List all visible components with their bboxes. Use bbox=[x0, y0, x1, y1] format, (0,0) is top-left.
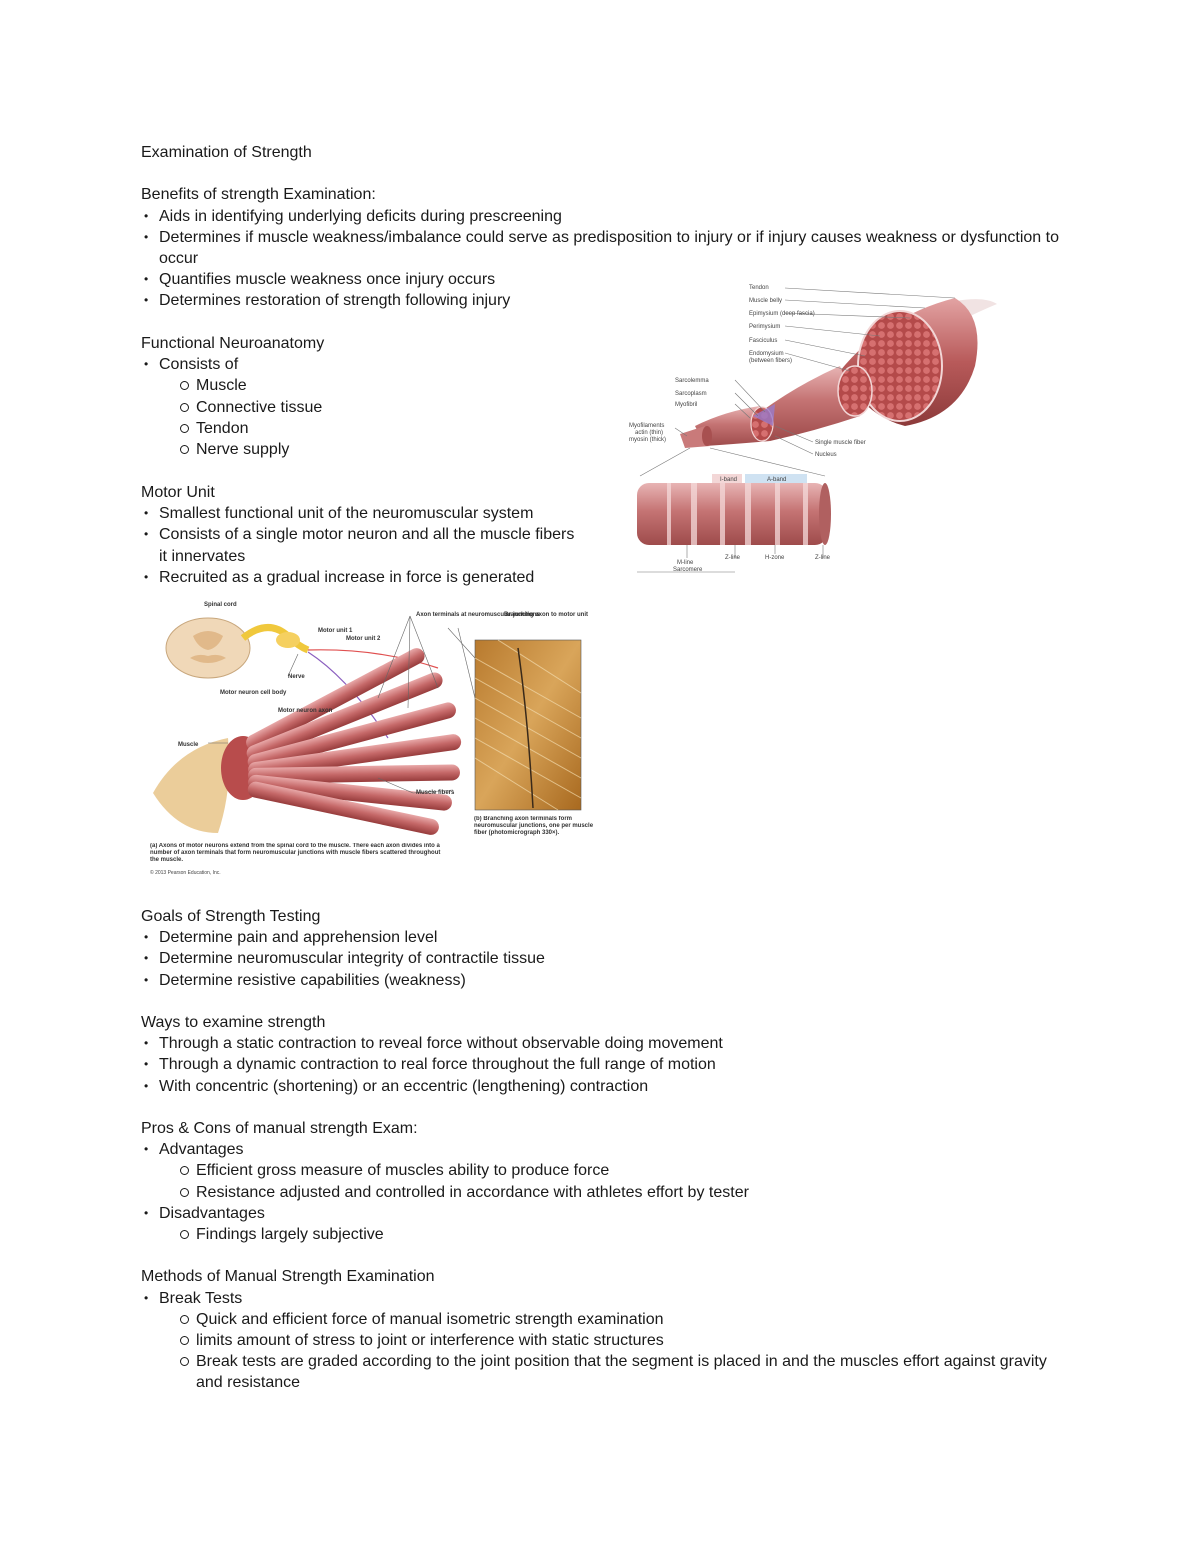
list-item: Disadvantages bbox=[141, 1203, 1061, 1224]
list-item: Break Tests bbox=[141, 1288, 1061, 1309]
sub-list-item: limits amount of stress to joint or inte… bbox=[141, 1330, 1061, 1351]
section-neuroanatomy: Functional Neuroanatomy Consists of Musc… bbox=[141, 333, 601, 460]
label-sarcolemma: Sarcolemma bbox=[675, 378, 709, 384]
list-item: Through a dynamic contraction to real fo… bbox=[141, 1054, 1061, 1075]
neuroanatomy-list: Consists of Muscle Connective tissue Ten… bbox=[141, 354, 601, 460]
label-perimysium: Perimysium bbox=[749, 324, 780, 330]
ways-list: Through a static contraction to reveal f… bbox=[141, 1033, 1061, 1097]
label-branching-axon: Branching axon to motor unit bbox=[504, 612, 588, 618]
label-muscle-belly: Muscle belly bbox=[749, 298, 782, 304]
label-spinal-cord: Spinal cord bbox=[204, 602, 237, 608]
label-endomysium: Endomysium bbox=[749, 351, 784, 357]
section-intro: Examination of Strength Benefits of stre… bbox=[141, 142, 1061, 312]
label-i-band: I-band bbox=[720, 477, 737, 483]
sub-list-item: Nerve supply bbox=[141, 439, 601, 460]
list-item: Consists of a single motor neuron and al… bbox=[141, 524, 586, 566]
label-m-line: M-line bbox=[677, 560, 694, 566]
list-item: Determines if muscle weakness/imbalance … bbox=[141, 227, 1061, 269]
list-item: Through a static contraction to reveal f… bbox=[141, 1033, 1061, 1054]
sub-list-item: Connective tissue bbox=[141, 397, 601, 418]
label-z-line-1: Z-line bbox=[725, 555, 741, 561]
label-z-line-2: Z-line bbox=[815, 555, 831, 561]
neuroanatomy-heading: Functional Neuroanatomy bbox=[141, 335, 325, 352]
list-item: Advantages bbox=[141, 1139, 1061, 1160]
label-nucleus: Nucleus bbox=[815, 452, 837, 458]
page-title: Examination of Strength bbox=[141, 144, 312, 161]
list-item: Determine neuromuscular integrity of con… bbox=[141, 948, 1061, 969]
motor-unit-list: Smallest functional unit of the neuromus… bbox=[141, 503, 586, 588]
section-motor-unit: Motor Unit Smallest functional unit of t… bbox=[141, 482, 586, 588]
label-muscle-fibers: Muscle fibers bbox=[416, 790, 455, 796]
i-band-marker bbox=[712, 474, 742, 483]
list-item: With concentric (shortening) or an eccen… bbox=[141, 1076, 1061, 1097]
sub-list-item: Quick and efficient force of manual isom… bbox=[141, 1309, 1061, 1330]
label-a-band: A-band bbox=[767, 477, 786, 483]
label-myofibril: Myofibril bbox=[675, 402, 697, 408]
label-motor-unit-2: Motor unit 2 bbox=[346, 636, 381, 642]
label-motor-unit-1: Motor unit 1 bbox=[318, 628, 353, 634]
section-goals: Goals of Strength Testing Determine pain… bbox=[141, 906, 1061, 1394]
sub-list-item: Efficient gross measure of muscles abili… bbox=[141, 1160, 1061, 1181]
label-nerve: Nerve bbox=[288, 674, 305, 680]
list-item: Quantifies muscle weakness once injury o… bbox=[141, 269, 1061, 290]
label-epimysium: Epimysium (deep fascia) bbox=[749, 311, 815, 317]
muscle-structure-figure: Tendon Muscle belly Epimysium (deep fasc… bbox=[625, 276, 1005, 576]
photomicrograph bbox=[474, 639, 582, 811]
list-item: Aids in identifying underlying deficits … bbox=[141, 206, 1061, 227]
motor-unit-heading: Motor Unit bbox=[141, 484, 215, 501]
pros-cons-list: Advantages Efficient gross measure of mu… bbox=[141, 1139, 1061, 1245]
label-myofilaments: Myofilaments bbox=[629, 423, 664, 429]
figure-copyright: © 2013 Pearson Education, Inc. bbox=[150, 869, 221, 876]
methods-heading: Methods of Manual Strength Examination bbox=[141, 1268, 435, 1286]
label-sarcomere: Sarcomere bbox=[673, 567, 703, 573]
label-actin: actin (thin) bbox=[635, 430, 663, 436]
benefits-heading: Benefits of strength Examination: bbox=[141, 186, 376, 204]
benefits-list: Aids in identifying underlying deficits … bbox=[141, 206, 1061, 312]
goals-list: Determine pain and apprehension level De… bbox=[141, 927, 1061, 991]
figure-caption-a: (a) Axons of motor neurons extend from t… bbox=[150, 843, 441, 863]
sub-list-item: Findings largely subjective bbox=[141, 1224, 1061, 1245]
label-sarcoplasm: Sarcoplasm bbox=[675, 391, 707, 397]
sub-list-item: Resistance adjusted and controlled in ac… bbox=[141, 1182, 1061, 1203]
label-axon: Motor neuron axon bbox=[278, 708, 333, 714]
label-fasciculus: Fasciculus bbox=[749, 338, 777, 344]
list-item: Determine pain and apprehension level bbox=[141, 927, 1061, 948]
label-single-fiber: Single muscle fiber bbox=[815, 440, 866, 446]
sub-list-item: Break tests are graded according to the … bbox=[141, 1351, 1061, 1393]
methods-list: Break Tests Quick and efficient force of… bbox=[141, 1288, 1061, 1394]
label-muscle: Muscle bbox=[178, 742, 199, 748]
ways-heading: Ways to examine strength bbox=[141, 1014, 326, 1031]
label-tendon: Tendon bbox=[749, 285, 769, 291]
label-axon-terminals: Axon terminals at neuromuscular junction… bbox=[416, 612, 540, 618]
pros-cons-heading: Pros & Cons of manual strength Exam: bbox=[141, 1120, 418, 1137]
myofibril-cylinder bbox=[637, 483, 827, 545]
list-item: Smallest functional unit of the neuromus… bbox=[141, 503, 586, 524]
sub-list-item: Muscle bbox=[141, 375, 601, 396]
list-item: Recruited as a gradual increase in force… bbox=[141, 567, 586, 588]
list-item: Determines restoration of strength follo… bbox=[141, 290, 1061, 311]
goals-heading: Goals of Strength Testing bbox=[141, 908, 321, 925]
label-h-zone: H-zone bbox=[765, 555, 785, 561]
motor-unit-figure: Spinal cord Motor unit 1 Motor unit 2 Ax… bbox=[148, 598, 596, 878]
label-myosin: myosin (thick) bbox=[629, 437, 666, 443]
a-band-marker bbox=[745, 474, 807, 483]
label-endomysium-note: (between fibers) bbox=[749, 358, 792, 364]
list-item: Determine resistive capabilities (weakne… bbox=[141, 970, 1061, 991]
list-item: Consists of bbox=[141, 354, 601, 375]
sub-list-item: Tendon bbox=[141, 418, 601, 439]
figure-caption-b: (b) Branching axon terminals form neurom… bbox=[474, 816, 594, 836]
label-cell-body: Motor neuron cell body bbox=[220, 690, 287, 696]
